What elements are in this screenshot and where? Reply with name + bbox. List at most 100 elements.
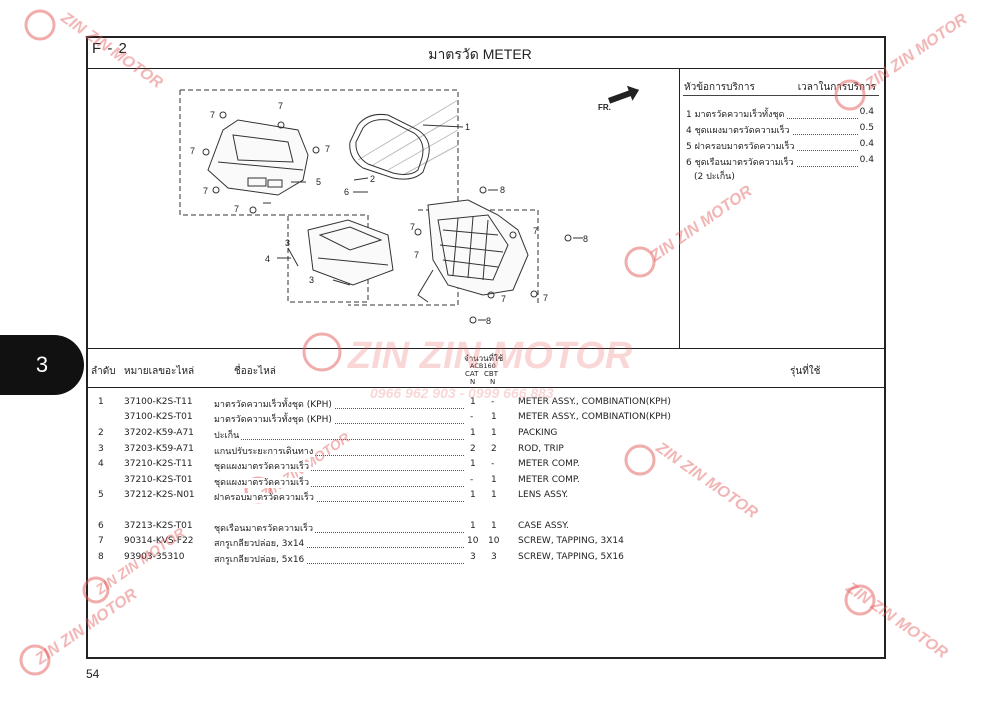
row-desc: PACKING [518,428,558,438]
row-index: 1 [98,397,104,407]
row-desc: METER ASSY., COMBINATION(KPH) [518,397,671,407]
header-index: ลำดับ [91,366,116,377]
page-code: F - 2 [92,40,128,57]
row-part-no: 37203-K59-A71 [124,444,194,454]
table-top-divider [87,348,884,349]
chapter-tab: 3 [0,335,84,395]
row-desc: METER ASSY., COMBINATION(KPH) [518,412,671,422]
row-cbt: 1 [491,521,497,531]
row-part-no: 37210-K2S-T11 [124,459,193,469]
page-number: 54 [86,667,100,681]
row-part-no: 37100-K2S-T01 [124,412,193,422]
row-index: 2 [98,428,104,438]
header-divider [87,68,884,69]
row-name: สกรูเกลียวปล่อย, 3x14 [214,536,464,550]
row-name: มาตรวัดความเร็วทั้งชุด (KPH) [214,397,464,411]
callout: 7 [234,204,239,214]
callout: 1 [465,122,470,132]
row-name: ชุดแผงมาตรวัดความเร็ว [214,459,464,473]
row-cbt: 3 [491,552,497,562]
service-header-underline [683,95,879,96]
row-part-no: 37210-K2S-T01 [124,475,193,485]
exploded-diagram: FR. 1 2 3 3 4 5 6 7 7 7 7 7 7 7 7 7 7 7 … [179,85,640,326]
row-index: 7 [98,536,104,546]
service-header: หัวข้อการบริการ เวลาในการบริการ [684,80,876,95]
row-name: มาตรวัดความเร็วทั้งชุด (KPH) [214,412,464,426]
callout: 7 [410,222,415,232]
row-desc: METER COMP. [518,475,580,485]
fr-label: FR. [598,103,611,112]
row-index: 4 [98,459,104,469]
callout: 2 [370,174,375,184]
row-part-no: 37212-K2S-N01 [124,490,195,500]
row-cbt: 2 [491,444,497,454]
callout: 5 [316,177,321,187]
table-header-divider [87,387,884,388]
row-cbt: 1 [491,475,497,485]
callout: 4 [265,254,270,264]
callout: 8 [583,234,588,244]
header-used-in: รุ่นที่ใช้ [790,366,821,377]
row-cat: - [470,412,474,422]
row-part-no: 93903-35310 [124,552,185,562]
header-cat: CAT [465,370,479,378]
row-name: ชุดเรือนมาตรวัดความเร็ว [214,521,464,535]
row-index: 3 [98,444,104,454]
row-index: 6 [98,521,104,531]
callout: 7 [325,144,330,154]
page-title: มาตรวัด METER [428,46,532,62]
page-frame [86,36,886,659]
row-cat: 1 [470,459,476,469]
header-n2: N [490,378,496,386]
row-name: สกรูเกลียวปล่อย, 5x16 [214,552,464,566]
row-cbt: - [491,459,495,469]
header-n1: N [470,378,476,386]
row-cat: 2 [470,444,476,454]
callout: 7 [414,250,419,260]
service-header-time: เวลาในการบริการ [797,82,876,93]
service-note: (2 ปะเก็น) [694,172,735,182]
row-cat: 1 [470,521,476,531]
row-cat: 10 [467,536,479,546]
service-header-item: หัวข้อการบริการ [684,82,755,93]
callout: 8 [500,185,505,195]
row-desc: CASE ASSY. [518,521,569,531]
callout: 7 [210,110,215,120]
row-part-no: 90314-KVS-F22 [124,536,194,546]
row-name: ปะเก็น [214,428,464,442]
row-index: 8 [98,552,104,562]
header-model: ACB160 [470,362,496,370]
header-name: ชื่ออะไหล่ [234,366,276,377]
row-name: ชุดแผงมาตรวัดความเร็ว [214,475,464,489]
row-desc: ROD, TRIP [518,444,564,454]
callout: 7 [203,186,208,196]
row-desc: LENS ASSY. [518,490,569,500]
header-qty: จำนวนที่ใช้ [464,354,504,363]
row-name: ฝาครอบมาตรวัดความเร็ว [214,490,464,504]
callout: 8 [486,316,491,326]
row-name: แกนปรับระยะการเดินทาง [214,444,464,458]
row-desc: SCREW, TAPPING, 3X14 [518,536,624,546]
row-part-no: 37100-K2S-T11 [124,397,193,407]
header-part-no: หมายเลขอะไหล่ [124,366,195,377]
callout: 7 [501,294,506,304]
row-part-no: 37202-K59-A71 [124,428,194,438]
row-desc: SCREW, TAPPING, 5X16 [518,552,624,562]
callout: 7 [543,293,548,303]
row-cbt: 1 [491,412,497,422]
watermark-logo-icon [19,644,51,676]
row-cat: 3 [470,552,476,562]
row-desc: METER COMP. [518,459,580,469]
row-index: 5 [98,490,104,500]
callout: 7 [190,146,195,156]
row-cat: 1 [470,490,476,500]
service-divider [679,69,680,349]
callout: 7 [278,101,283,111]
callout: 3 [309,275,314,285]
header-cbt: CBT [484,370,498,378]
row-cbt: - [491,397,495,407]
callout: 7 [533,226,538,236]
